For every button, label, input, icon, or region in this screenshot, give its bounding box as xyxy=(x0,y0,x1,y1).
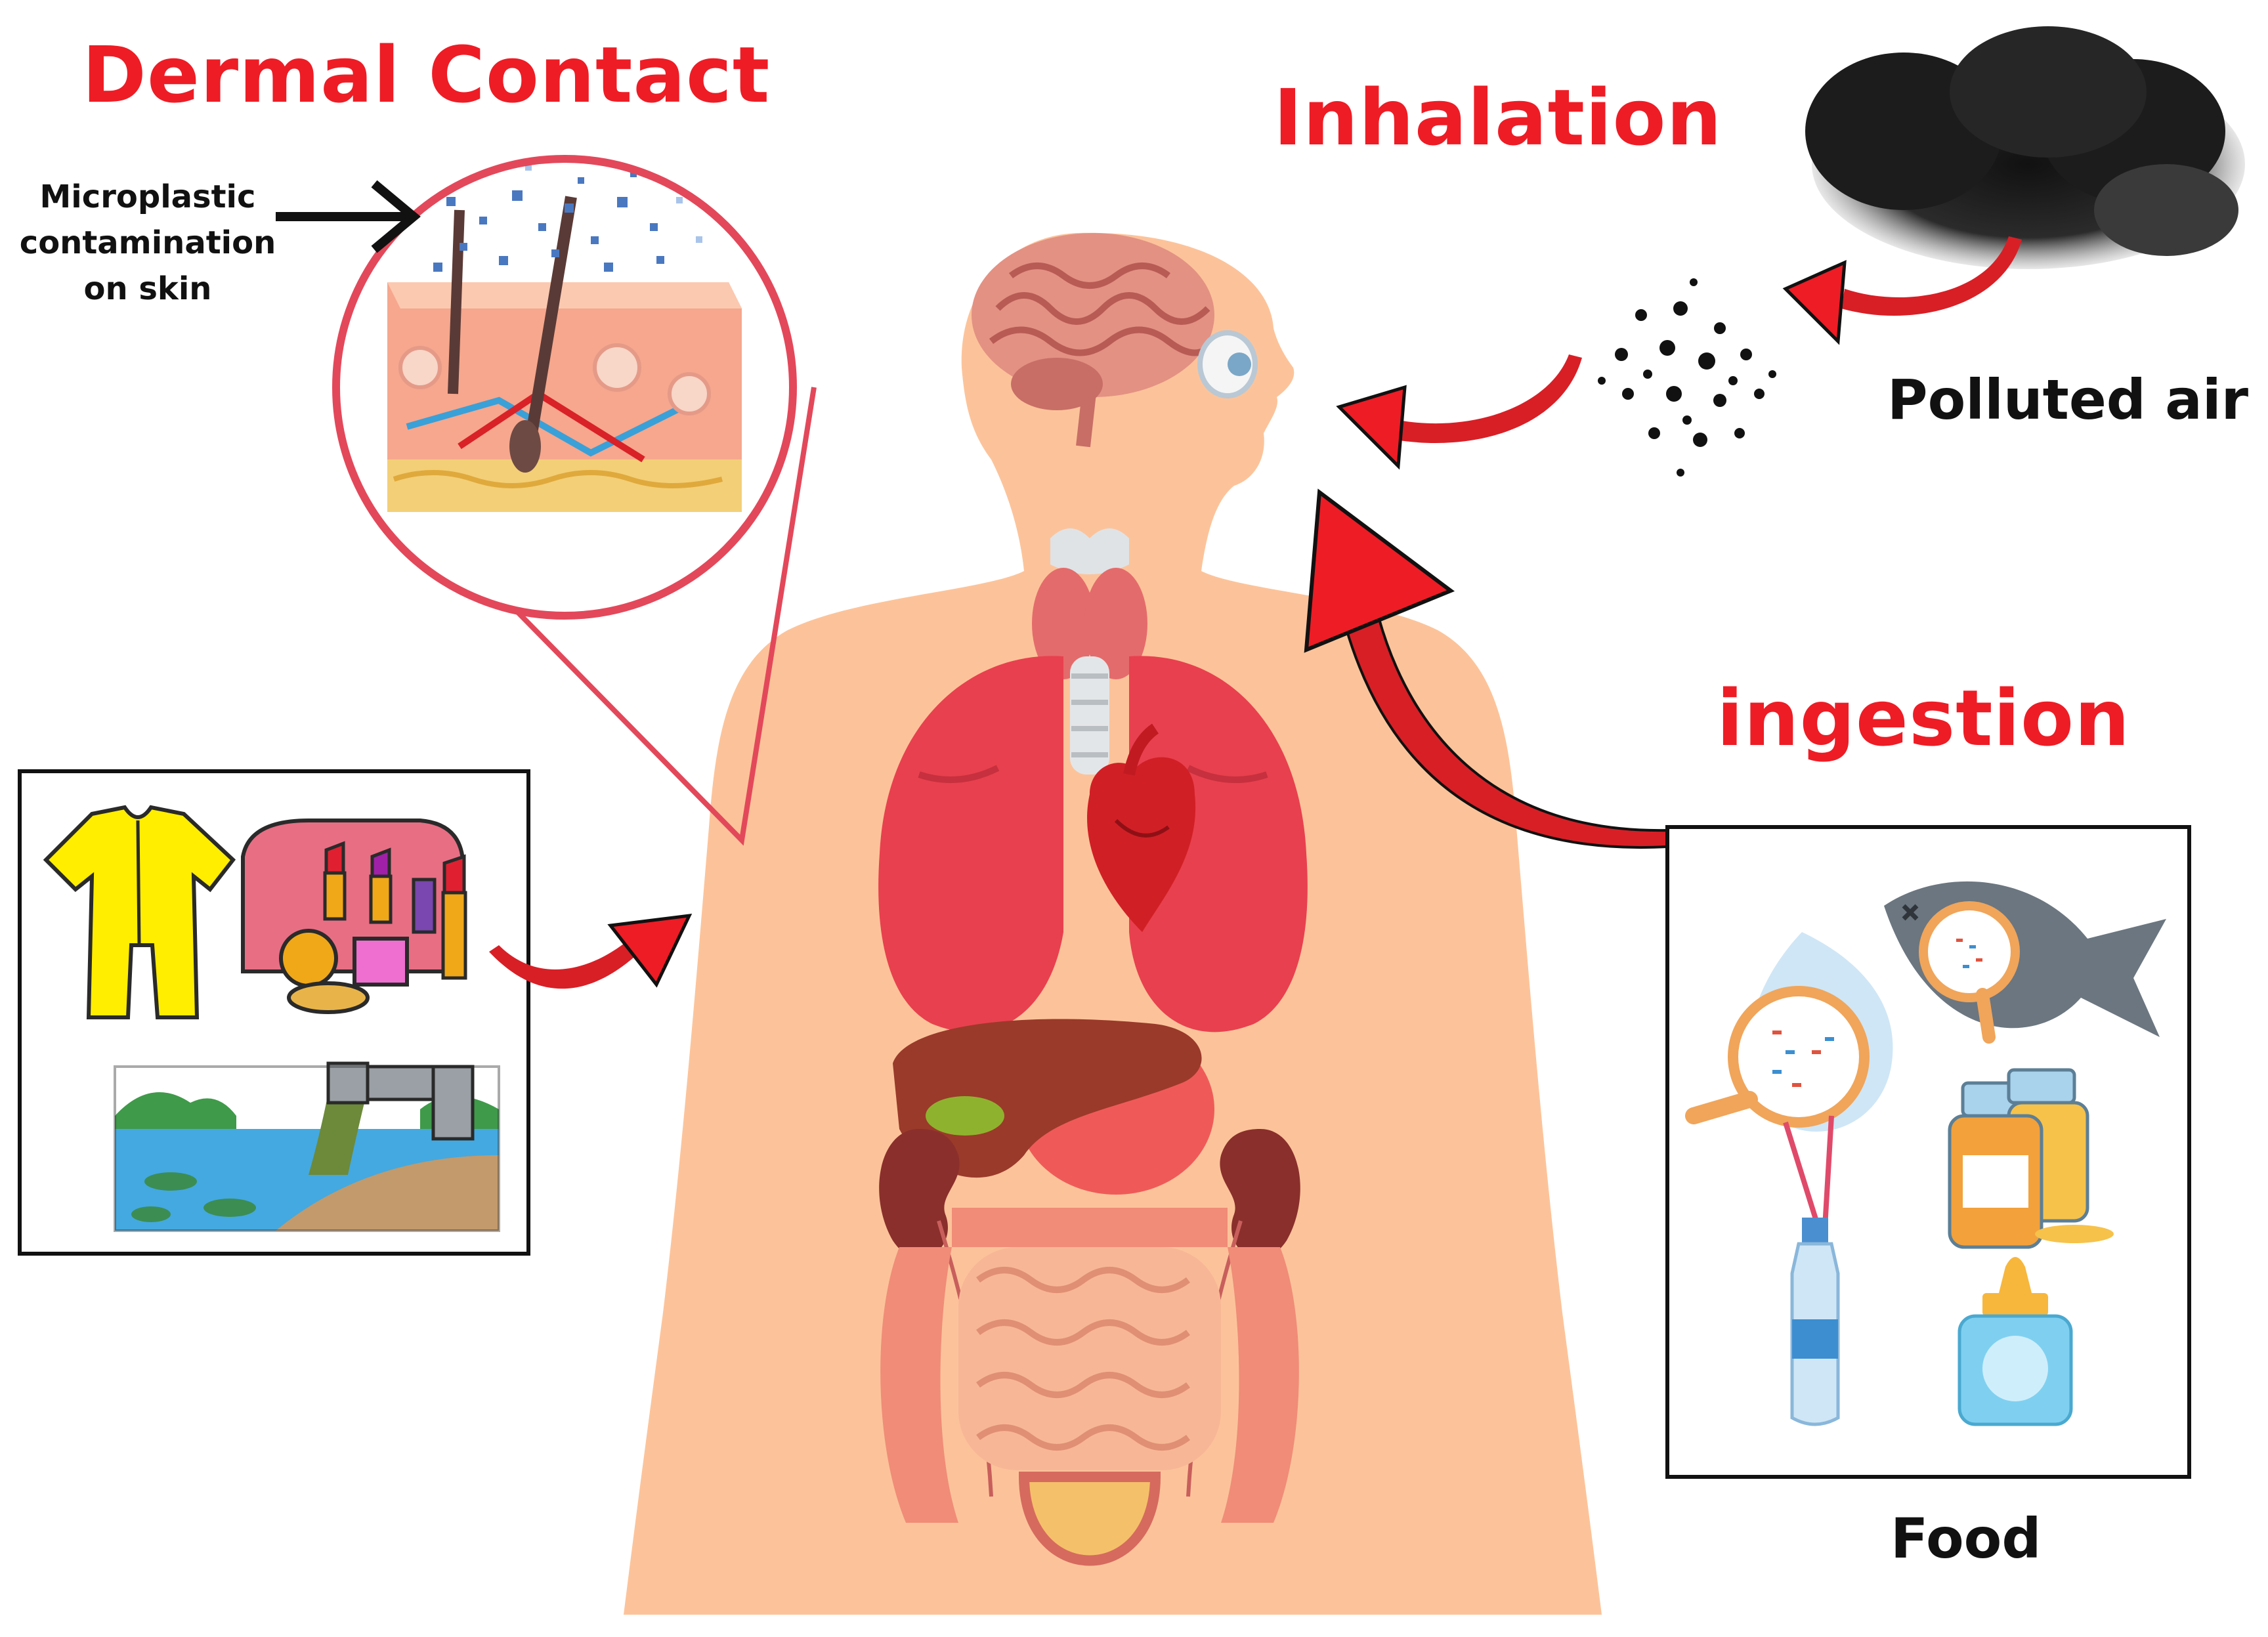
clothing-icon xyxy=(43,805,236,1019)
inhalation-label: Inhalation xyxy=(1273,72,1722,163)
heart-icon xyxy=(1087,723,1196,932)
intestine-icon xyxy=(880,1208,1299,1523)
brain-icon xyxy=(972,233,1218,448)
ingestion-arrow-icon xyxy=(1304,488,1669,849)
food-label: Food xyxy=(1891,1506,2042,1571)
cloud-icon xyxy=(1805,26,2245,269)
eye-icon xyxy=(1197,330,1258,398)
magnifier-ring xyxy=(332,155,797,620)
body-silhouette xyxy=(624,232,1602,1615)
ingestion-label: ingestion xyxy=(1717,673,2131,763)
water-bottle-icon xyxy=(1790,1218,1840,1426)
particle-cloud-icon xyxy=(1582,263,1792,477)
skin-section-icon xyxy=(387,164,742,512)
wastewater-pipe-icon xyxy=(115,1061,499,1231)
microplastic-contamination-note: Microplastic contamination on skin xyxy=(19,179,276,307)
water-drop-magnifier-icon xyxy=(1685,932,1893,1229)
liver-icon xyxy=(893,1019,1202,1178)
food-sources-box xyxy=(1665,825,2191,1479)
baby-bottle-icon xyxy=(1958,1257,2073,1426)
lipstick-icon xyxy=(323,841,467,980)
skin-magnifier xyxy=(332,155,817,846)
lungs-icon xyxy=(878,656,1308,1032)
fish-icon xyxy=(1884,881,2166,1044)
note-pointer-arrow xyxy=(276,180,421,253)
dermal-sources-box xyxy=(18,769,530,1256)
dermal-arrow-icon xyxy=(489,913,693,989)
polluted-air-label: Polluted air xyxy=(1887,368,2249,432)
supplement-bottle-icon xyxy=(1948,1068,2114,1249)
bladder-icon xyxy=(1018,1472,1161,1566)
human-body xyxy=(624,232,1602,1615)
inhalation-arrow-icon xyxy=(1336,236,2022,470)
dermal-contact-label: Dermal Contact xyxy=(82,30,771,120)
thyroid-icon xyxy=(1032,528,1147,775)
cosmetics-bag-icon xyxy=(241,818,465,1014)
